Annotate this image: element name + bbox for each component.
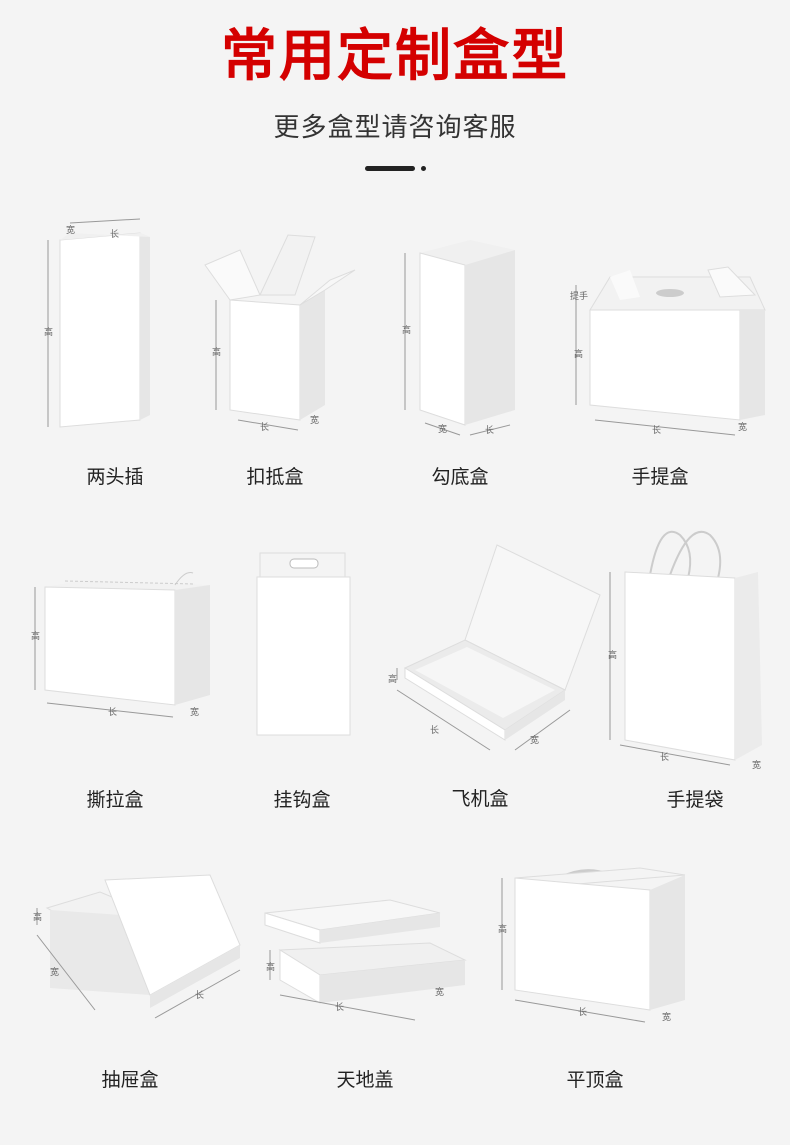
width-label: 宽 <box>530 736 540 746</box>
box-name-label: 平顶盒 <box>566 1069 624 1091</box>
length-label: 长 <box>578 1008 588 1018</box>
height-label: 高 <box>44 328 54 338</box>
box-illustration-tuck-end <box>47 218 150 428</box>
page-title: 常用定制盒型 <box>221 24 569 89</box>
box-item-shoutihe[interactable]: 提手 高 长 宽 手提盒 <box>570 215 766 488</box>
box-illustration-hook-bottom <box>404 240 515 436</box>
length-label: 长 <box>195 991 205 1001</box>
divider-dot <box>421 166 426 171</box>
box-illustration-hanger-box <box>256 552 351 736</box>
box-item-guagouhe[interactable]: 挂钩盒 <box>245 545 425 811</box>
length-label: 长 <box>652 426 662 436</box>
box-item-tiandigai[interactable]: 高 长 宽 天地盖 <box>260 885 467 1145</box>
box-illustration-drawer-box <box>36 874 241 1019</box>
box-illustration-mailer-box <box>396 544 601 751</box>
height-label: 高 <box>574 350 584 360</box>
box-name-label: 天地盖 <box>336 1069 394 1091</box>
box-item-liangtoucha[interactable]: 高 宽 长 两头插 <box>30 215 210 488</box>
width-label: 宽 <box>190 708 200 718</box>
box-name-label: 抽屉盒 <box>101 1069 159 1091</box>
box-name-label: 扣抵盒 <box>246 466 304 488</box>
box-item-goudihe[interactable]: 高 宽 长 勾底盒 <box>390 215 570 488</box>
height-label: 高 <box>498 925 508 935</box>
width-label: 宽 <box>752 761 762 771</box>
box-illustration-paper-bag <box>609 530 762 766</box>
box-name-label: 手提盒 <box>631 466 689 488</box>
width-label: 宽 <box>310 416 320 426</box>
length-label: 长 <box>108 708 118 718</box>
handle-label: 提手 <box>570 292 589 302</box>
width-label: 宽 <box>50 968 60 978</box>
box-name-label: 飞机盒 <box>451 788 509 810</box>
box-illustration-lid-and-base <box>264 899 467 1021</box>
width-label: 宽 <box>662 1013 672 1023</box>
box-name-label: 两头插 <box>86 466 144 488</box>
height-label: 高 <box>266 963 276 973</box>
box-item-silahe[interactable]: 高 长 宽 撕拉盒 <box>25 565 210 825</box>
height-label: 高 <box>388 675 398 685</box>
box-illustration-handle-box <box>575 266 766 436</box>
length-label: 长 <box>660 753 670 763</box>
height-label: 高 <box>608 651 618 661</box>
width-label: 宽 <box>66 226 76 236</box>
box-item-shoutidai[interactable]: 高 长 宽 手提袋 <box>600 530 780 811</box>
length-label: 长 <box>485 426 495 436</box>
length-label: 长 <box>430 726 440 736</box>
page-subtitle: 更多盒型请咨询客服 <box>273 113 517 143</box>
box-illustration-flat-top-box <box>501 867 686 1023</box>
box-name-label: 手提袋 <box>666 789 724 811</box>
box-name-label: 撕拉盒 <box>86 789 144 811</box>
box-item-choutihe[interactable]: 高 宽 长 抽屉盒 <box>25 870 241 1130</box>
divider-bar <box>365 166 415 171</box>
box-item-feijihe[interactable]: 高 长 宽 飞机盒 <box>385 540 601 810</box>
box-name-label: 勾底盒 <box>431 466 489 488</box>
height-label: 高 <box>33 913 43 923</box>
height-label: 高 <box>212 348 222 358</box>
height-label: 高 <box>31 632 41 642</box>
box-illustration-tear-strip <box>34 572 210 718</box>
height-label: 高 <box>402 326 412 336</box>
width-label: 宽 <box>738 423 748 433</box>
width-label: 宽 <box>438 425 448 435</box>
length-label: 长 <box>260 423 270 433</box>
width-label: 宽 <box>435 988 445 998</box>
box-item-pingdinghe[interactable]: 高 长 宽 平顶盒 <box>490 860 686 1120</box>
length-label: 长 <box>335 1003 345 1013</box>
box-item-koudihe[interactable]: 高 长 宽 扣抵盒 <box>200 215 380 488</box>
length-label: 长 <box>110 230 120 240</box>
box-illustration-lock-bottom <box>204 234 356 431</box>
box-name-label: 挂钩盒 <box>273 789 331 811</box>
